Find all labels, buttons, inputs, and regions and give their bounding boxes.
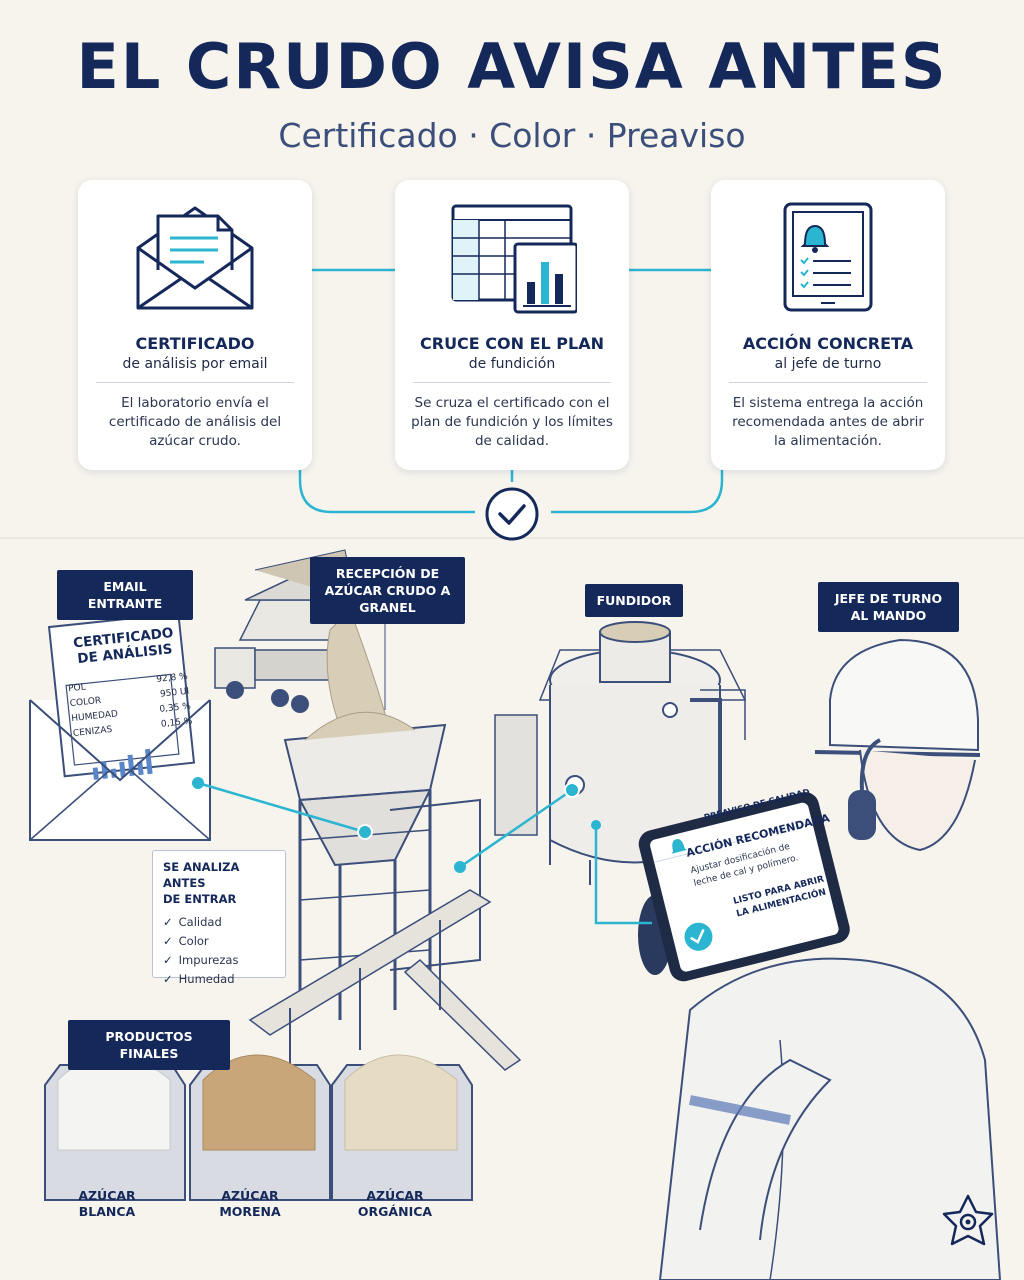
checkmark-icon: ✓: [163, 915, 173, 929]
checklist-item-label: Humedad: [178, 972, 235, 986]
reception-label: RECEPCIÓN DE AZÚCAR CRUDO A GRANEL: [310, 557, 465, 624]
checklist-title-line1: SE ANALIZA ANTES: [163, 860, 240, 890]
products-label: PRODUCTOS FINALES: [68, 1020, 230, 1070]
check-circle-icon: [485, 487, 539, 541]
checklist-title: SE ANALIZA ANTES DE ENTRAR: [163, 859, 275, 907]
product-line2: ORGÁNICA: [357, 1204, 433, 1219]
step-card-action: ACCIÓN CONCRETA al jefe de turno El sist…: [711, 180, 945, 470]
product-line2: BLANCA: [78, 1204, 136, 1219]
step-subtitle: al jefe de turno: [774, 356, 882, 372]
page-title: EL CRUDO AVISA ANTES: [76, 30, 948, 103]
envelope-icon: [136, 206, 254, 310]
reception-label-line2: AZÚCAR CRUDO A GRANEL: [324, 583, 451, 615]
step-title: CERTIFICADO: [135, 334, 255, 353]
step-card-certificate: CERTIFICADO de análisis por email El lab…: [78, 180, 312, 470]
product-label-organic: AZÚCAR ORGÁNICA: [340, 1188, 450, 1220]
divider: [413, 382, 611, 383]
checklist-item-label: Impurezas: [178, 953, 239, 967]
supervisor-label-line2: AL MANDO: [850, 608, 927, 623]
supervisor-label: JEFE DE TURNO AL MANDO: [818, 582, 959, 632]
checklist-title-line2: DE ENTRAR: [163, 892, 237, 906]
step-description: Se cruza el certificado con el plan de f…: [411, 395, 613, 449]
spreadsheet-chart-icon: [451, 204, 577, 314]
checklist-item: ✓ Color: [163, 932, 275, 951]
checkmark-icon: ✓: [163, 972, 173, 986]
divider: [729, 382, 927, 383]
step-subtitle: de fundición: [468, 356, 556, 372]
email-label: EMAIL ENTRANTE: [57, 570, 193, 620]
shift-supervisor-illustration: [638, 638, 1002, 1280]
product-line2: MORENA: [219, 1204, 281, 1219]
incoming-email-illustration: [29, 612, 211, 841]
product-line1: AZÚCAR: [366, 1188, 424, 1203]
step-description: El sistema entrega la acción recomendada…: [732, 395, 924, 449]
hopper-illustration: [283, 711, 481, 1020]
product-line1: AZÚCAR: [221, 1188, 279, 1203]
checkmark-icon: ✓: [163, 953, 173, 967]
checklist-item: ✓ Impurezas: [163, 951, 275, 970]
tablet-bell-icon: [783, 202, 873, 312]
checkmark-icon: ✓: [163, 934, 173, 948]
checklist-item: ✓ Calidad: [163, 913, 275, 932]
brand-logo-icon: [942, 1194, 994, 1246]
supervisor-label-line1: JEFE DE TURNO: [834, 591, 943, 606]
reception-label-line1: RECEPCIÓN DE: [335, 566, 440, 581]
checklist-item-label: Color: [178, 934, 209, 948]
melter-label: FUNDIDOR: [585, 584, 683, 617]
conveyor-illustration: [248, 889, 522, 1071]
step-title: CRUCE CON EL PLAN: [420, 334, 604, 353]
checklist-item: ✓ Humedad: [163, 970, 275, 989]
product-line1: AZÚCAR: [78, 1188, 136, 1203]
checklist-item-label: Calidad: [178, 915, 222, 929]
product-bins-illustration: [44, 1054, 473, 1201]
page-subtitle: Certificado · Color · Preaviso: [278, 116, 746, 155]
product-label-brown: AZÚCAR MORENA: [195, 1188, 305, 1220]
tablet-illustration: [638, 792, 850, 982]
divider: [96, 382, 294, 383]
step-card-plan: CRUCE CON EL PLAN de fundición Se cruza …: [395, 180, 629, 470]
product-label-white: AZÚCAR BLANCA: [52, 1188, 162, 1220]
step-title: ACCIÓN CONCRETA: [742, 334, 914, 353]
step-description: El laboratorio envía el certificado de a…: [108, 395, 282, 449]
analysis-checklist: SE ANALIZA ANTES DE ENTRAR ✓ Calidad ✓ Col…: [152, 850, 286, 986]
step-subtitle: de análisis por email: [122, 356, 268, 372]
plant-illustration: [29, 549, 1002, 1280]
